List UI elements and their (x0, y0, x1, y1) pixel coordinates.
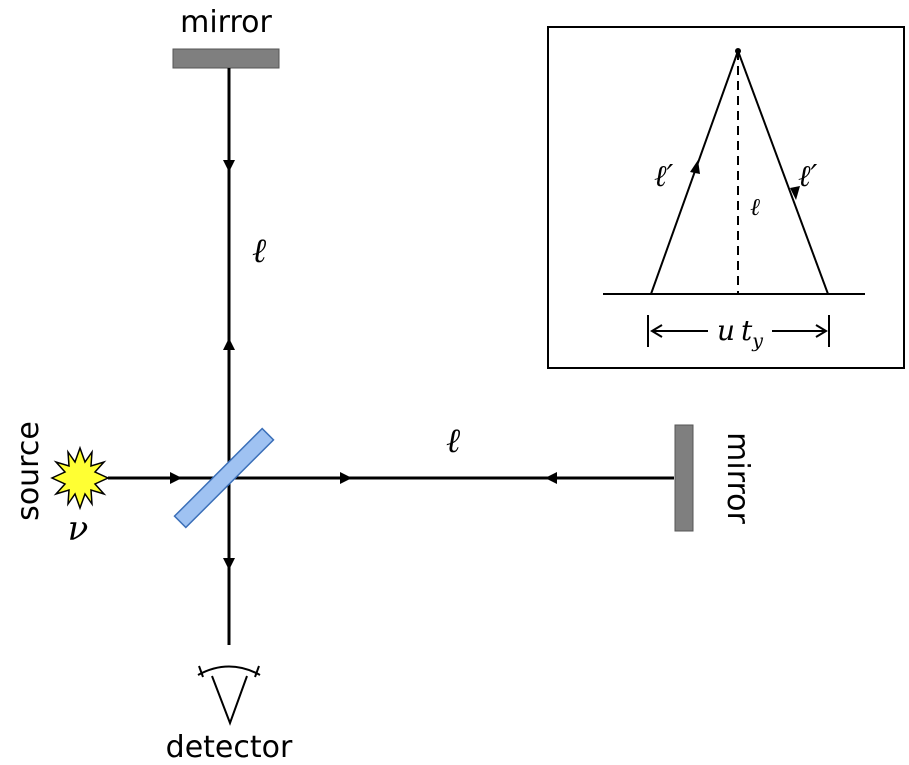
inset-measure-arrow-right (815, 324, 828, 338)
vertical-path-label: ℓ (252, 231, 266, 271)
detector-lash-left (198, 665, 204, 678)
arrow-left-mirror (545, 472, 557, 484)
inset-measure-arrow-left (650, 324, 663, 338)
top-mirror (172, 48, 280, 69)
top-mirror-label: mirror (180, 5, 272, 40)
inset-height-label: ℓ (750, 193, 760, 221)
detector-cone (211, 675, 248, 726)
inset-arrow-right-leg (790, 186, 800, 200)
inset-left-leg-label: ℓ′ (654, 159, 673, 194)
inset-right-leg-label: ℓ′ (798, 159, 817, 194)
detector-label: detector (166, 730, 293, 765)
arrow-right-mid (340, 472, 352, 484)
inset-base-t: t (741, 314, 753, 347)
right-mirror-label: mirror (720, 432, 755, 524)
detector-eye-icon (197, 665, 261, 676)
arrow-up-mid (223, 338, 235, 350)
detector-lash-right (254, 665, 260, 678)
beam-splitter (173, 427, 275, 529)
inset-right-leg (737, 50, 829, 295)
horizontal-path-label: ℓ (446, 421, 460, 461)
inset-base-subscript: y (751, 330, 763, 352)
source-frequency-symbol: ν (68, 509, 89, 549)
arrow-right-source (170, 472, 182, 484)
inset-base-u: u (717, 314, 735, 347)
source-star-icon (50, 445, 110, 511)
right-mirror (674, 424, 694, 532)
inset-arrow-left-leg (690, 160, 700, 174)
arrow-down-bottom (223, 558, 235, 570)
arrow-down-top (223, 160, 235, 172)
source-label: source (11, 421, 46, 521)
